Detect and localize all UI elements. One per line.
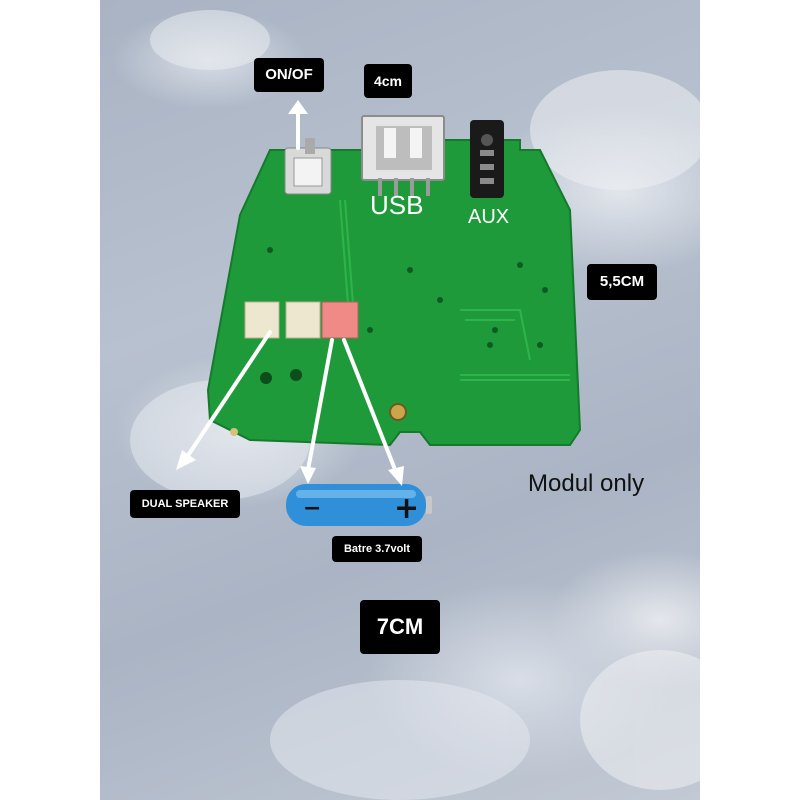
power-switch <box>284 138 332 195</box>
product-photo: − + <box>100 0 700 800</box>
battery-label: Batre 3.7volt <box>332 536 422 562</box>
usb-width-label: 4cm <box>364 64 412 98</box>
on-off-label: ON/OF <box>254 58 324 92</box>
dual-speaker-label: DUAL SPEAKER <box>130 490 240 518</box>
battery-cell: − + <box>286 484 432 526</box>
modul-only-label: Modul only <box>528 470 645 497</box>
usb-label: USB <box>370 190 424 220</box>
aux-label: AUX <box>468 206 510 228</box>
width-dimension-label: 7CM <box>360 600 440 654</box>
height-dimension-label: 5,5CM <box>587 264 657 300</box>
battery-plus-sign: + <box>394 491 419 526</box>
annotation-arrows <box>176 100 404 486</box>
connectors <box>244 301 359 339</box>
battery-minus-sign: − <box>303 496 321 521</box>
usb-port <box>361 115 445 196</box>
photo-scene: − + <box>130 10 700 800</box>
aux-jack <box>470 120 504 198</box>
